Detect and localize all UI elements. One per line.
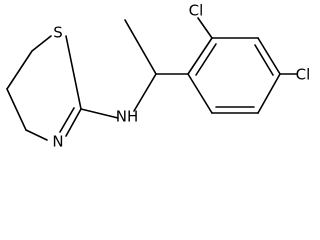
bond-c4-n3 xyxy=(25,129,48,141)
bond-ring-c4-c5 xyxy=(257,73,281,114)
bond-ring-double-1 xyxy=(195,43,217,76)
bond-c2-cl xyxy=(197,17,213,39)
bond-ring-c6-c1 xyxy=(187,73,213,114)
bond-c5-c4 xyxy=(6,88,27,131)
bond-c2-nh xyxy=(80,108,119,119)
amine-nh-label: NH xyxy=(116,108,139,126)
bond-c2-n3-double-outer xyxy=(65,108,82,137)
thiazine-ring xyxy=(6,35,82,141)
bond-nh-ch xyxy=(133,73,157,112)
molecule-structure: S N NH Cl Cl xyxy=(6,2,311,151)
bond-s-c2 xyxy=(65,35,82,110)
sulfur-atom-label: S xyxy=(53,24,63,42)
linker xyxy=(80,19,189,119)
bond-ring-c1-c2 xyxy=(187,37,213,75)
bond-ch-methyl xyxy=(124,19,157,75)
ring-nitrogen-label: N xyxy=(52,133,63,151)
bond-ring-double-2 xyxy=(254,44,274,76)
bond-c6-c5 xyxy=(6,50,33,90)
bond-ring-c3-c4 xyxy=(257,37,281,75)
benzene-ring xyxy=(187,37,281,114)
bond-c2-n3-double-inner xyxy=(59,107,75,133)
bond-s-c6 xyxy=(31,35,52,52)
ortho-chlorine-label: Cl xyxy=(189,2,204,20)
para-chlorine-label: Cl xyxy=(296,66,311,84)
